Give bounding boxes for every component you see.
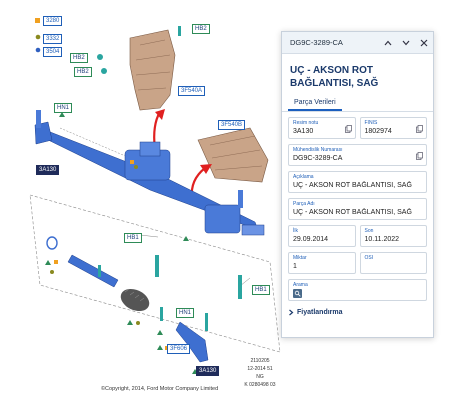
first-date-field[interactable]: İlk 29.09.2014: [288, 225, 356, 247]
part-name-value: UÇ - AKSON ROT BAĞLANTISI, SAĞ: [293, 209, 412, 216]
last-date-field[interactable]: Son 10.11.2022: [359, 225, 427, 247]
callout-hb1-right[interactable]: HB1: [252, 285, 270, 295]
callout-3a130-bottom[interactable]: 3A130: [196, 366, 220, 376]
drawing-no-label: Resim notu: [293, 120, 319, 126]
description-label: Açıklama: [293, 174, 314, 180]
copy-icon[interactable]: [416, 152, 423, 160]
callout-hb1-left[interactable]: HB1: [124, 233, 142, 243]
part-details-panel: DG9C-3289-CA UÇ - AKSON ROT BAĞLANTISI, …: [281, 31, 434, 338]
quantity-field[interactable]: Miktar 1: [288, 252, 356, 274]
engineering-number-label: Mühendislik Numarası: [293, 147, 343, 153]
search-label: Arama: [293, 282, 308, 288]
next-button[interactable]: [397, 32, 415, 54]
copy-icon[interactable]: [416, 125, 423, 133]
tab-part-data[interactable]: Parça Verileri: [288, 96, 342, 111]
copy-icon[interactable]: [344, 125, 352, 133]
last-date-value: 10.11.2022: [364, 236, 400, 243]
boot-3f540a: [129, 29, 176, 111]
callout-hn1-top[interactable]: HN1: [54, 103, 73, 113]
finis-value: 1802974: [364, 128, 392, 135]
first-date-label: İlk: [293, 228, 298, 234]
callout-hb2-top[interactable]: HB2: [192, 24, 210, 34]
callout-3f606[interactable]: 3F606: [167, 344, 191, 354]
panel-tabs: Parça Verileri: [282, 96, 433, 112]
finis-field[interactable]: FINIS 1802974: [359, 117, 427, 139]
part-name-label: Parça Adı: [293, 201, 315, 207]
description-value: UÇ - AKSON ROT BAĞLANTISI, SAĞ: [293, 182, 412, 189]
search-link-icon[interactable]: [293, 289, 302, 298]
chevron-down-icon: [402, 40, 410, 45]
callout-hb2-low[interactable]: HB2: [74, 67, 92, 77]
exploded-view-illustration: [29, 18, 281, 374]
callout-3f540a[interactable]: 3F540A: [178, 86, 206, 96]
close-button[interactable]: [415, 32, 433, 54]
osi-field[interactable]: OSI: [359, 252, 427, 274]
last-date-label: Son: [364, 228, 374, 234]
legend-code-3504[interactable]: 3504: [43, 47, 63, 57]
callout-hn1-bottom[interactable]: HN1: [176, 308, 195, 318]
steering-rack: [34, 110, 265, 236]
legend-code-3280[interactable]: 3280: [43, 16, 63, 26]
callout-hb2-mid[interactable]: HB2: [70, 53, 88, 63]
engineering-number-value: DG9C-3289-CA: [293, 155, 343, 162]
first-date-value: 29.09.2014: [293, 236, 329, 243]
pricing-label: Fiyatlandırma: [297, 309, 343, 316]
callout-3f540b[interactable]: 3F540B: [218, 120, 246, 130]
drawing-no-field[interactable]: Resim notu 3A130: [288, 117, 356, 139]
search-icon: [294, 290, 301, 297]
meta-line-2: 12-2014 51: [247, 366, 273, 372]
panel-header: DG9C-3289-CA: [282, 32, 433, 54]
quantity-value: 1: [293, 263, 297, 270]
search-field[interactable]: Arama: [288, 279, 427, 301]
boot-3f540b: [197, 127, 269, 183]
chevron-right-icon: [289, 309, 294, 316]
legend-code-3332[interactable]: 3332: [43, 34, 63, 44]
exploded-parts: [46, 236, 242, 363]
parts-diagram: 3280 3332 3504 HB2 HB2 HB2 3F540A 3F540B…: [29, 16, 281, 392]
part-title: UÇ - AKSON ROT BAĞLANTISI, SAĞ: [290, 65, 379, 89]
meta-line-1: 2110205: [250, 358, 270, 364]
meta-line-3: NG: [256, 374, 264, 380]
part-name-field[interactable]: Parça Adı UÇ - AKSON ROT BAĞLANTISI, SAĞ: [288, 198, 427, 220]
panel-part-code: DG9C-3289-CA: [290, 38, 343, 47]
quantity-label: Miktar: [293, 255, 307, 261]
close-icon: [420, 39, 428, 46]
copyright-text: ©Copyright, 2014, Ford Motor Company Lim…: [101, 386, 219, 392]
osi-label: OSI: [364, 255, 374, 261]
chevron-up-icon: [384, 40, 392, 45]
previous-button[interactable]: [379, 32, 397, 54]
description-field[interactable]: Açıklama UÇ - AKSON ROT BAĞLANTISI, SAĞ: [288, 171, 427, 193]
drawing-no-value: 3A130: [293, 128, 314, 135]
meta-line-4: K 0280498 03: [244, 382, 276, 388]
pricing-section-toggle[interactable]: Fiyatlandırma: [282, 301, 433, 316]
engineering-number-field[interactable]: Mühendislik Numarası DG9C-3289-CA: [288, 144, 427, 166]
callout-3a130[interactable]: 3A130: [36, 165, 60, 175]
finis-label: FINIS: [364, 120, 378, 126]
